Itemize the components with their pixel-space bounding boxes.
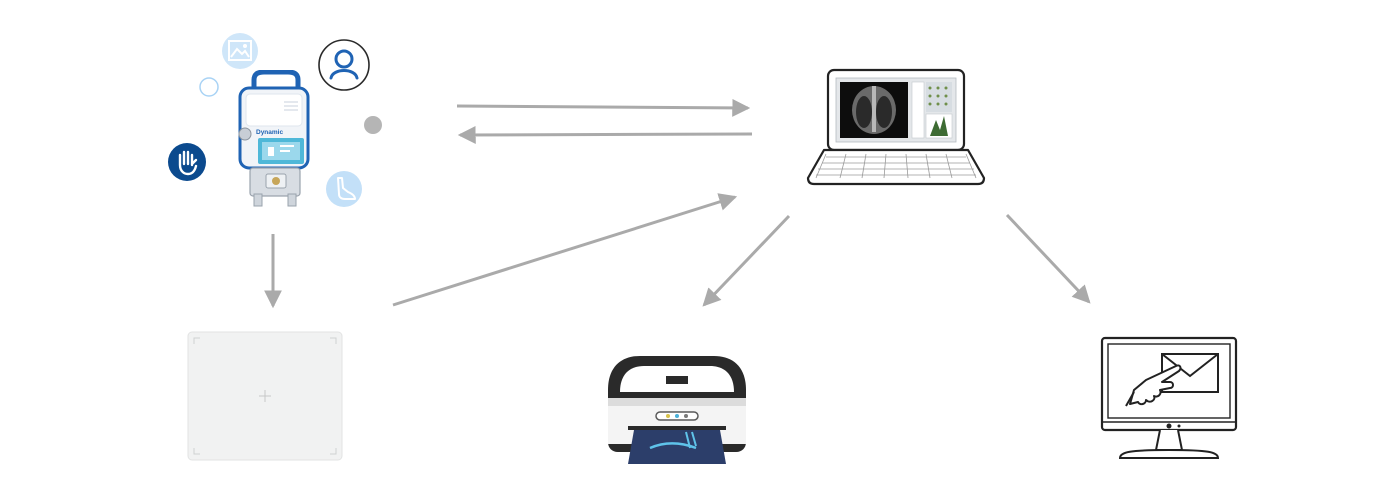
arrow-laptop-to-monitor — [1005, 213, 1091, 304]
arrow-laptop-to-printer — [702, 214, 791, 307]
user-icon — [318, 39, 370, 91]
image-icon — [222, 33, 258, 69]
hand-icon — [168, 143, 206, 181]
laptop-icon — [806, 68, 986, 186]
arrow-laptop-to-xray — [457, 125, 753, 144]
arrow-xray-to-laptop — [456, 98, 751, 117]
arrow-detector-to-laptop — [392, 193, 738, 307]
flat-panel-detector-icon — [187, 331, 343, 461]
ring-icon — [199, 77, 219, 97]
foot-icon — [326, 171, 362, 207]
email-monitor-icon — [1100, 336, 1238, 459]
brand-label: Dynamic — [256, 129, 283, 136]
dot-icon — [364, 116, 382, 134]
portable-xray-unit-icon: Dynamic — [238, 70, 310, 207]
film-printer-icon — [608, 356, 746, 464]
